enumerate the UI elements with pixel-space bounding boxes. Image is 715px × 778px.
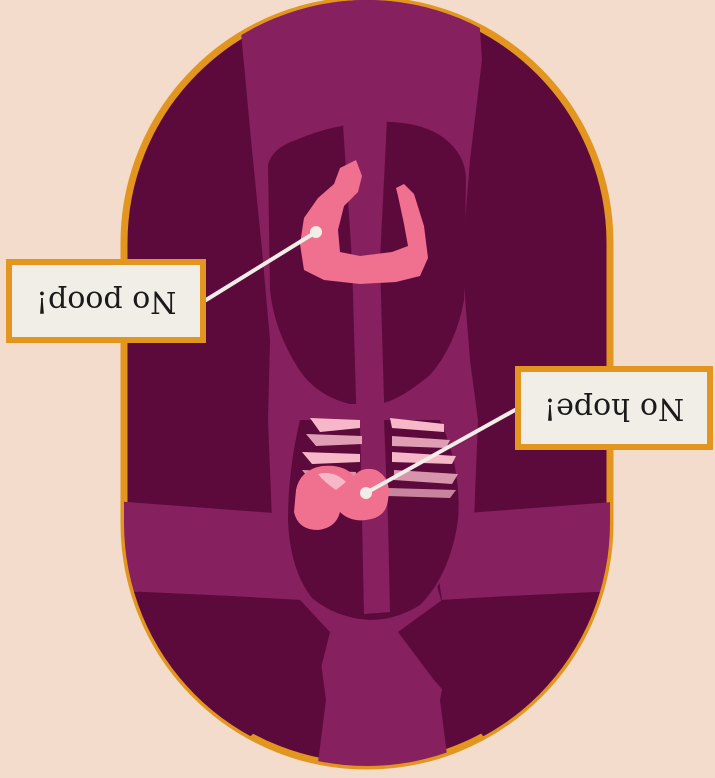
leader-dot-no-poop <box>310 226 322 238</box>
callout-no-hope: No hope! <box>515 366 713 450</box>
leader-dot-no-hope <box>360 487 372 499</box>
callout-no-poop: No poop! <box>6 259 206 343</box>
callout-no-poop-text: No poop! <box>36 284 176 319</box>
callout-no-hope-text: No hope! <box>544 391 684 426</box>
